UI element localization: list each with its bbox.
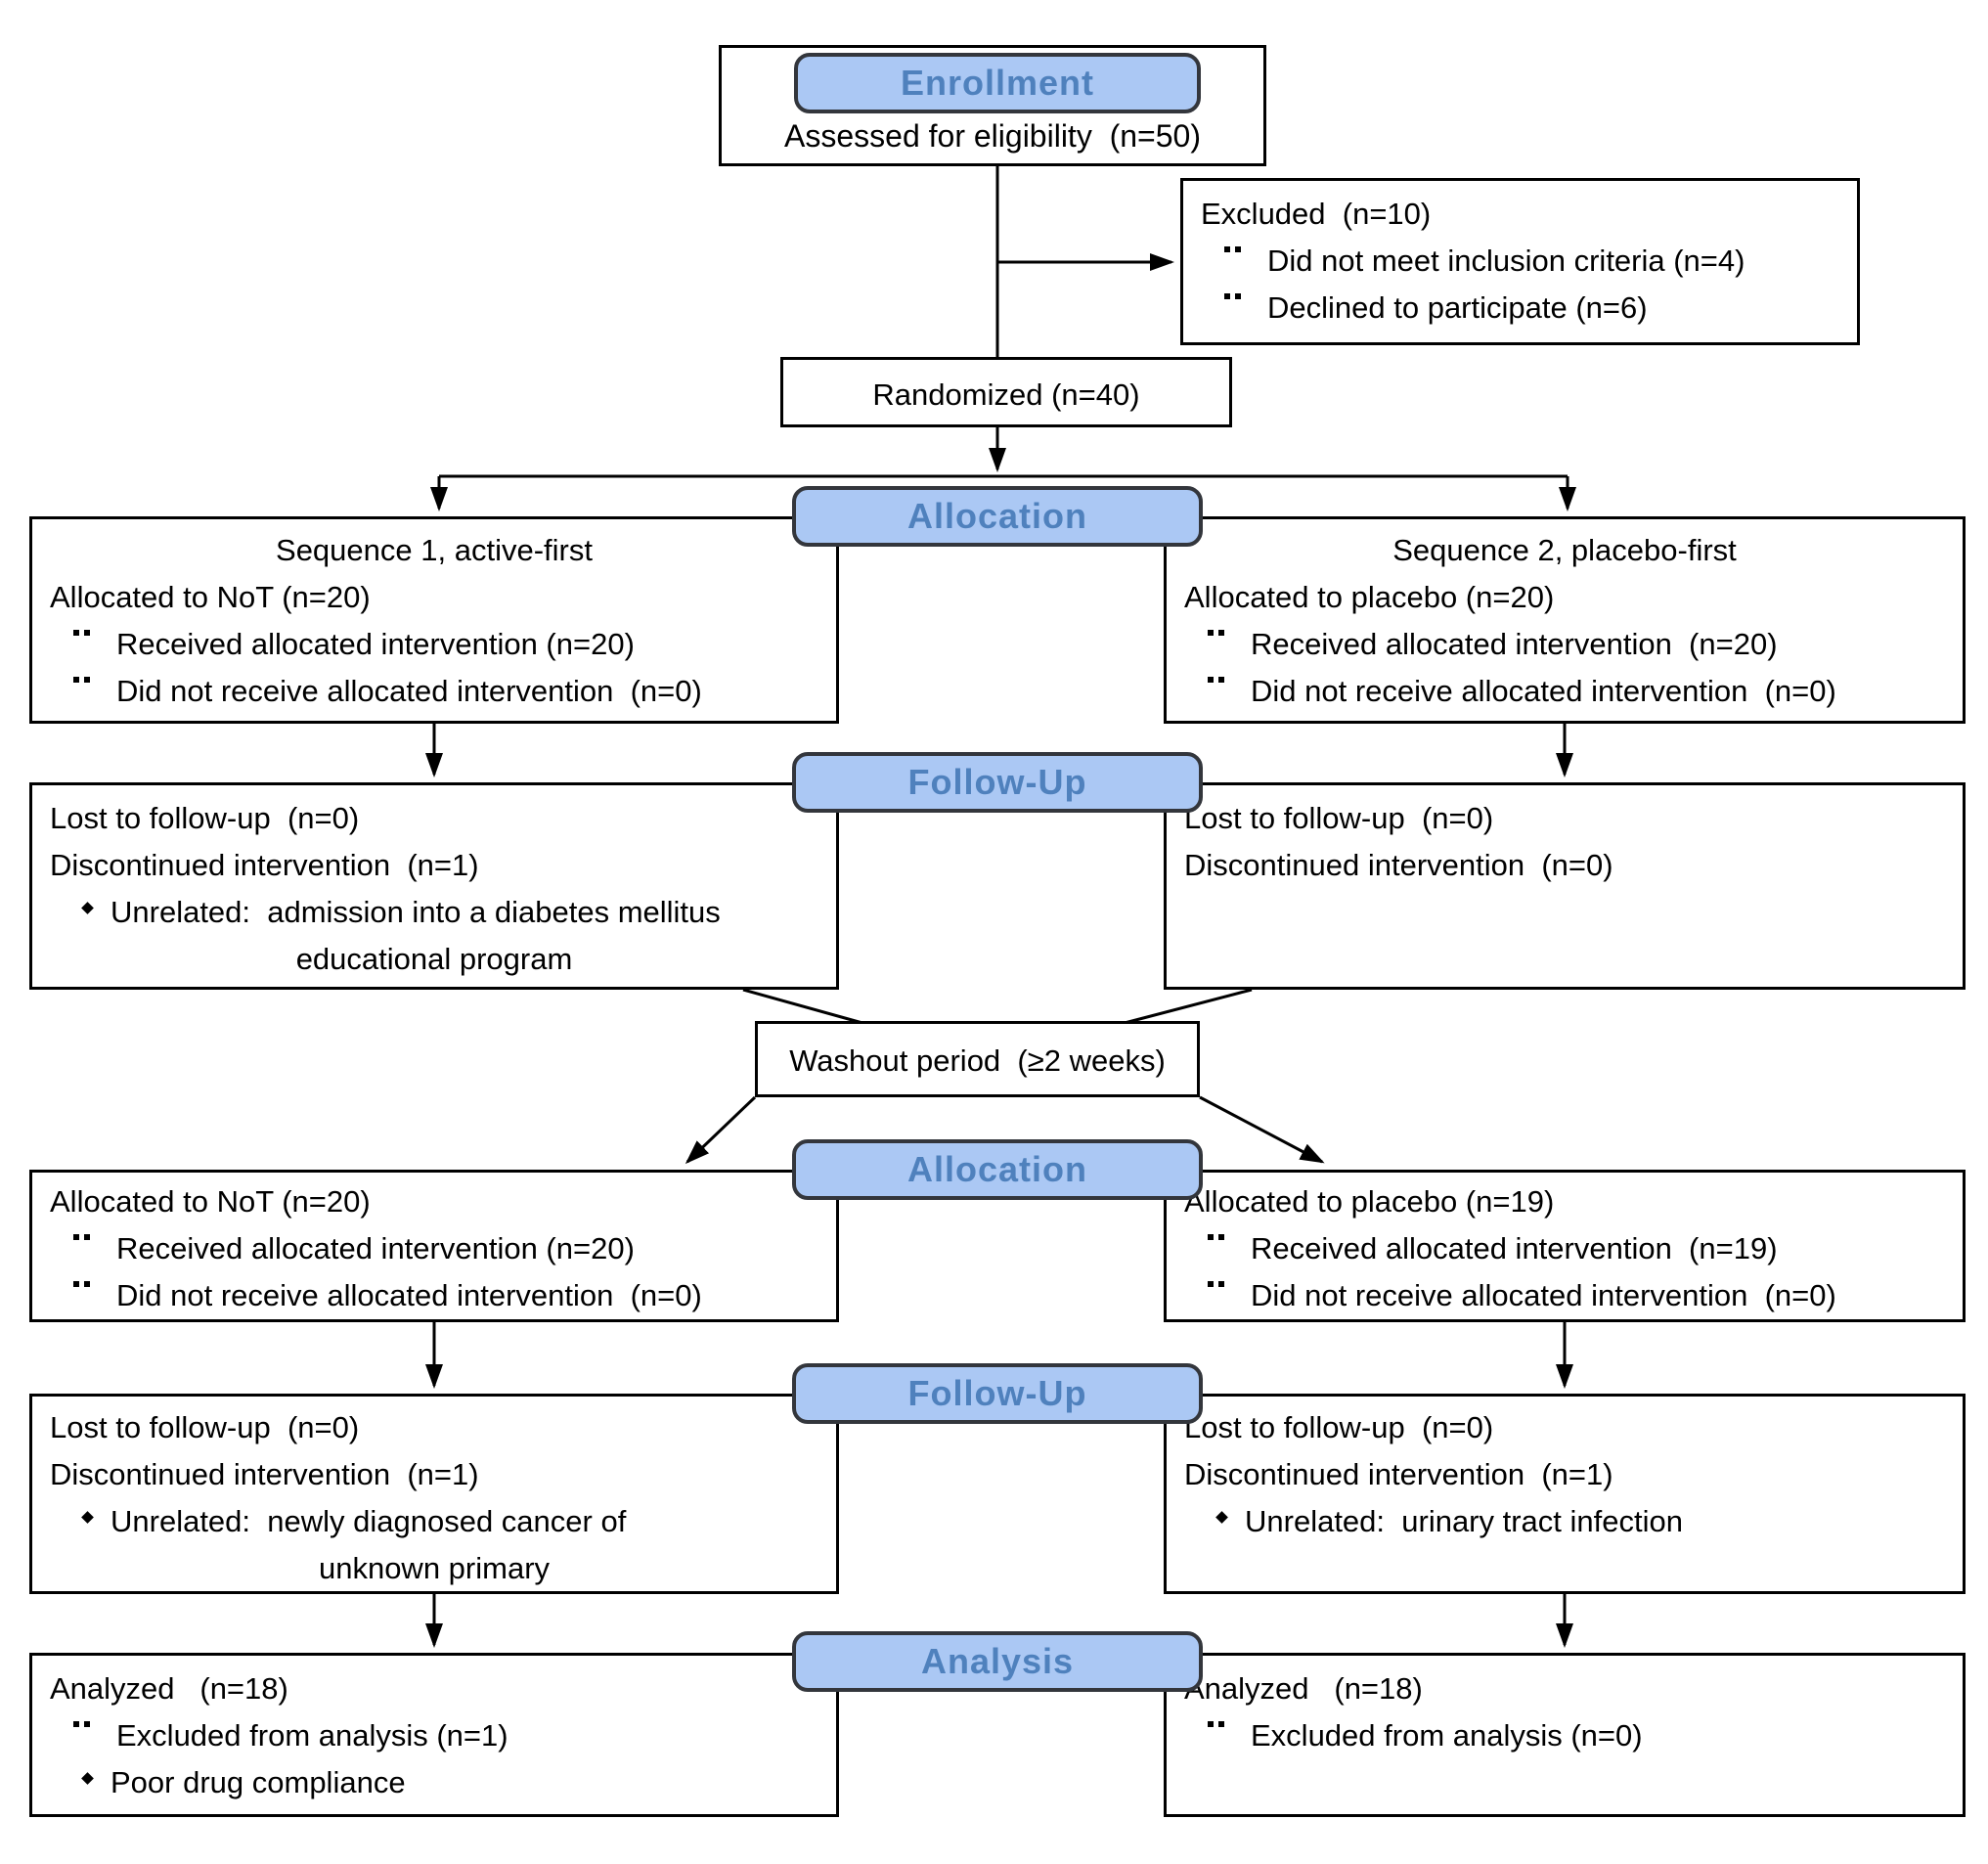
analysis-item: Excluded from analysis (n=0) — [1167, 1712, 1963, 1759]
excluded-box: Excluded (n=10) Did not meet inclusion c… — [1180, 178, 1860, 345]
allocation-item: Did not receive allocated intervention (… — [32, 1272, 836, 1319]
allocated-line: Allocated to NoT (n=20) — [50, 1184, 371, 1219]
discontinued-line: Discontinued intervention (n=0) — [1184, 848, 1613, 882]
connector-washout-alloc2-left — [685, 1095, 757, 1165]
lost-followup-line: Lost to follow-up (n=0) — [50, 1410, 360, 1444]
followup1-left-box: Lost to follow-up (n=0) Discontinued int… — [29, 782, 839, 990]
discontinued-reason: Unrelated: admission into a diabetes mel… — [32, 889, 836, 936]
followup1-pill: Follow-Up — [792, 752, 1203, 813]
ditto-bullet-icon — [1204, 671, 1251, 701]
ditto-bullet-icon — [69, 1228, 116, 1259]
discontinued-reason-cont: educational program — [295, 942, 573, 976]
excluded-item: Declined to participate (n=6) — [1183, 285, 1857, 332]
connector-fu1-washout-right — [1124, 988, 1253, 1025]
allocation2-pill: Allocation — [792, 1139, 1203, 1200]
ditto-bullet-icon — [1220, 288, 1267, 318]
analysis-left-box: Analyzed (n=18) Excluded from analysis (… — [29, 1653, 839, 1817]
discontinued-reason-cont: unknown primary — [318, 1551, 551, 1585]
allocation1-right-box: Sequence 2, placebo-first Allocated to p… — [1164, 516, 1966, 724]
sequence2-header: Sequence 2, placebo-first — [1392, 533, 1737, 567]
allocation-item: Did not receive allocated intervention (… — [32, 668, 836, 715]
followup2-right-box: Lost to follow-up (n=0) Discontinued int… — [1164, 1394, 1966, 1594]
allocation-item: Received allocated intervention (n=20) — [1167, 621, 1963, 668]
diamond-bullet-icon — [75, 1762, 110, 1793]
washout-text: Washout period (≥2 weeks) — [789, 1043, 1166, 1078]
randomized-text: Randomized (n=40) — [872, 377, 1140, 412]
ditto-bullet-icon — [1204, 1715, 1251, 1746]
followup1-right-box: Lost to follow-up (n=0) Discontinued int… — [1164, 782, 1966, 990]
diamond-bullet-icon — [75, 892, 110, 922]
ditto-bullet-icon — [69, 624, 116, 654]
analysis-pill: Analysis — [792, 1631, 1203, 1692]
allocation-item: Did not receive allocated intervention (… — [1167, 668, 1963, 715]
ditto-bullet-icon — [69, 671, 116, 701]
excluded-title: Excluded (n=10) — [1201, 197, 1432, 231]
allocation1-left-box: Sequence 1, active-first Allocated to No… — [29, 516, 839, 724]
discontinued-line: Discontinued intervention (n=1) — [1184, 1457, 1613, 1491]
diamond-bullet-icon — [1210, 1501, 1245, 1531]
analysis-reason: Poor drug compliance — [32, 1759, 836, 1806]
allocation-item: Did not receive allocated intervention (… — [1167, 1272, 1963, 1319]
enrollment-pill: Enrollment — [794, 53, 1201, 113]
sequence1-header: Sequence 1, active-first — [276, 533, 593, 567]
discontinued-reason: Unrelated: newly diagnosed cancer of — [32, 1498, 836, 1545]
washout-box: Washout period (≥2 weeks) — [755, 1021, 1200, 1097]
lost-followup-line: Lost to follow-up (n=0) — [1184, 1410, 1494, 1444]
analyzed-line: Analyzed (n=18) — [50, 1671, 288, 1706]
ditto-bullet-icon — [69, 1715, 116, 1746]
ditto-bullet-icon — [1204, 1228, 1251, 1259]
discontinued-line: Discontinued intervention (n=1) — [50, 848, 479, 882]
allocation1-pill: Allocation — [792, 486, 1203, 547]
discontinued-line: Discontinued intervention (n=1) — [50, 1457, 479, 1491]
ditto-bullet-icon — [1204, 1275, 1251, 1306]
allocation-item: Received allocated intervention (n=19) — [1167, 1225, 1963, 1272]
assessed-eligibility-text: Assessed for eligibility (n=50) — [784, 118, 1201, 154]
allocation2-left-box: Allocated to NoT (n=20) Received allocat… — [29, 1170, 839, 1322]
lost-followup-line: Lost to follow-up (n=0) — [50, 801, 360, 835]
ditto-bullet-icon — [69, 1275, 116, 1306]
followup2-left-box: Lost to follow-up (n=0) Discontinued int… — [29, 1394, 839, 1594]
allocated-line: Allocated to placebo (n=19) — [1184, 1184, 1555, 1219]
ditto-bullet-icon — [1204, 624, 1251, 654]
randomized-box: Randomized (n=40) — [780, 357, 1232, 427]
ditto-bullet-icon — [1220, 241, 1267, 271]
lost-followup-line: Lost to follow-up (n=0) — [1184, 801, 1494, 835]
allocation-item: Received allocated intervention (n=20) — [32, 1225, 836, 1272]
analysis-item: Excluded from analysis (n=1) — [32, 1712, 836, 1759]
allocated-line: Allocated to placebo (n=20) — [1184, 580, 1555, 614]
discontinued-reason: Unrelated: urinary tract infection — [1167, 1498, 1963, 1545]
allocation-item: Received allocated intervention (n=20) — [32, 621, 836, 668]
analysis-right-box: Analyzed (n=18) Excluded from analysis (… — [1164, 1653, 1966, 1817]
followup2-pill: Follow-Up — [792, 1363, 1203, 1424]
connector-washout-alloc2-right — [1199, 1095, 1325, 1164]
connector-fu1-washout-left — [742, 988, 863, 1025]
allocated-line: Allocated to NoT (n=20) — [50, 580, 371, 614]
analyzed-line: Analyzed (n=18) — [1184, 1671, 1423, 1706]
allocation2-right-box: Allocated to placebo (n=19) Received all… — [1164, 1170, 1966, 1322]
diamond-bullet-icon — [75, 1501, 110, 1531]
excluded-item: Did not meet inclusion criteria (n=4) — [1183, 238, 1857, 285]
